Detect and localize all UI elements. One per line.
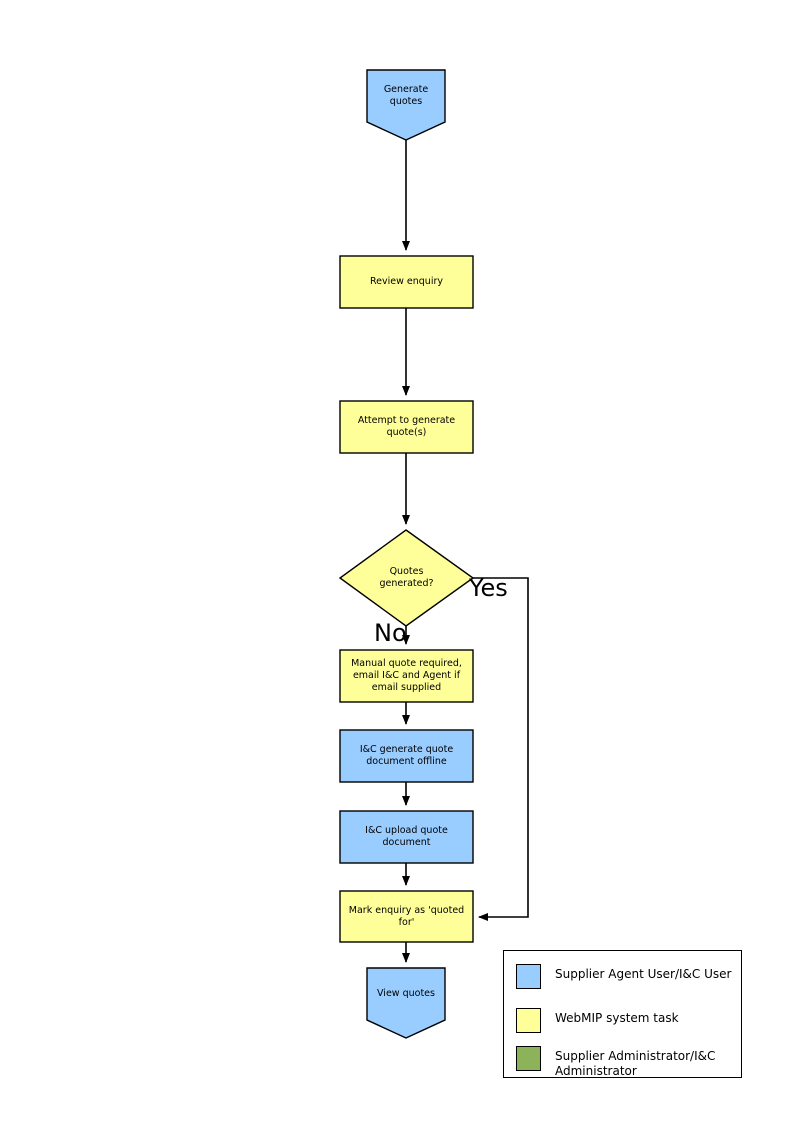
branch-label-yes: Yes bbox=[469, 574, 508, 602]
node-ic-generate-quote-offline[interactable] bbox=[339, 729, 474, 783]
legend-item-webmip-system-task: WebMIP system task bbox=[516, 1008, 679, 1033]
branch-label-no: No bbox=[374, 619, 407, 647]
legend-swatch-blue bbox=[516, 964, 541, 989]
node-view-quotes[interactable] bbox=[366, 967, 446, 1039]
node-review-enquiry[interactable] bbox=[339, 255, 474, 309]
legend-item-supplier-agent-user: Supplier Agent User/I&C User bbox=[516, 964, 731, 989]
legend-label-supplier-agent-user: Supplier Agent User/I&C User bbox=[555, 967, 732, 981]
legend-label-webmip-system-task: WebMIP system task bbox=[555, 1011, 679, 1025]
edge-decision-yes-to-mark-enquiry bbox=[473, 577, 529, 921]
node-manual-quote-required[interactable] bbox=[339, 649, 474, 703]
legend-item-supplier-administrator: Supplier Administrator/I&C Administrator bbox=[516, 1046, 715, 1079]
node-ic-upload-quote-document[interactable] bbox=[339, 810, 474, 864]
legend-box: Supplier Agent User/I&C User WebMIP syst… bbox=[503, 950, 742, 1078]
legend-label-supplier-administrator: Supplier Administrator/I&C Administrator bbox=[555, 1049, 716, 1078]
node-generate-quotes[interactable] bbox=[366, 69, 446, 141]
node-quotes-generated-decision[interactable] bbox=[338, 529, 475, 627]
node-mark-enquiry-quoted-for[interactable] bbox=[339, 890, 474, 943]
node-attempt-generate-quotes[interactable] bbox=[339, 400, 474, 454]
legend-swatch-green bbox=[516, 1046, 541, 1071]
legend-swatch-yellow bbox=[516, 1008, 541, 1033]
